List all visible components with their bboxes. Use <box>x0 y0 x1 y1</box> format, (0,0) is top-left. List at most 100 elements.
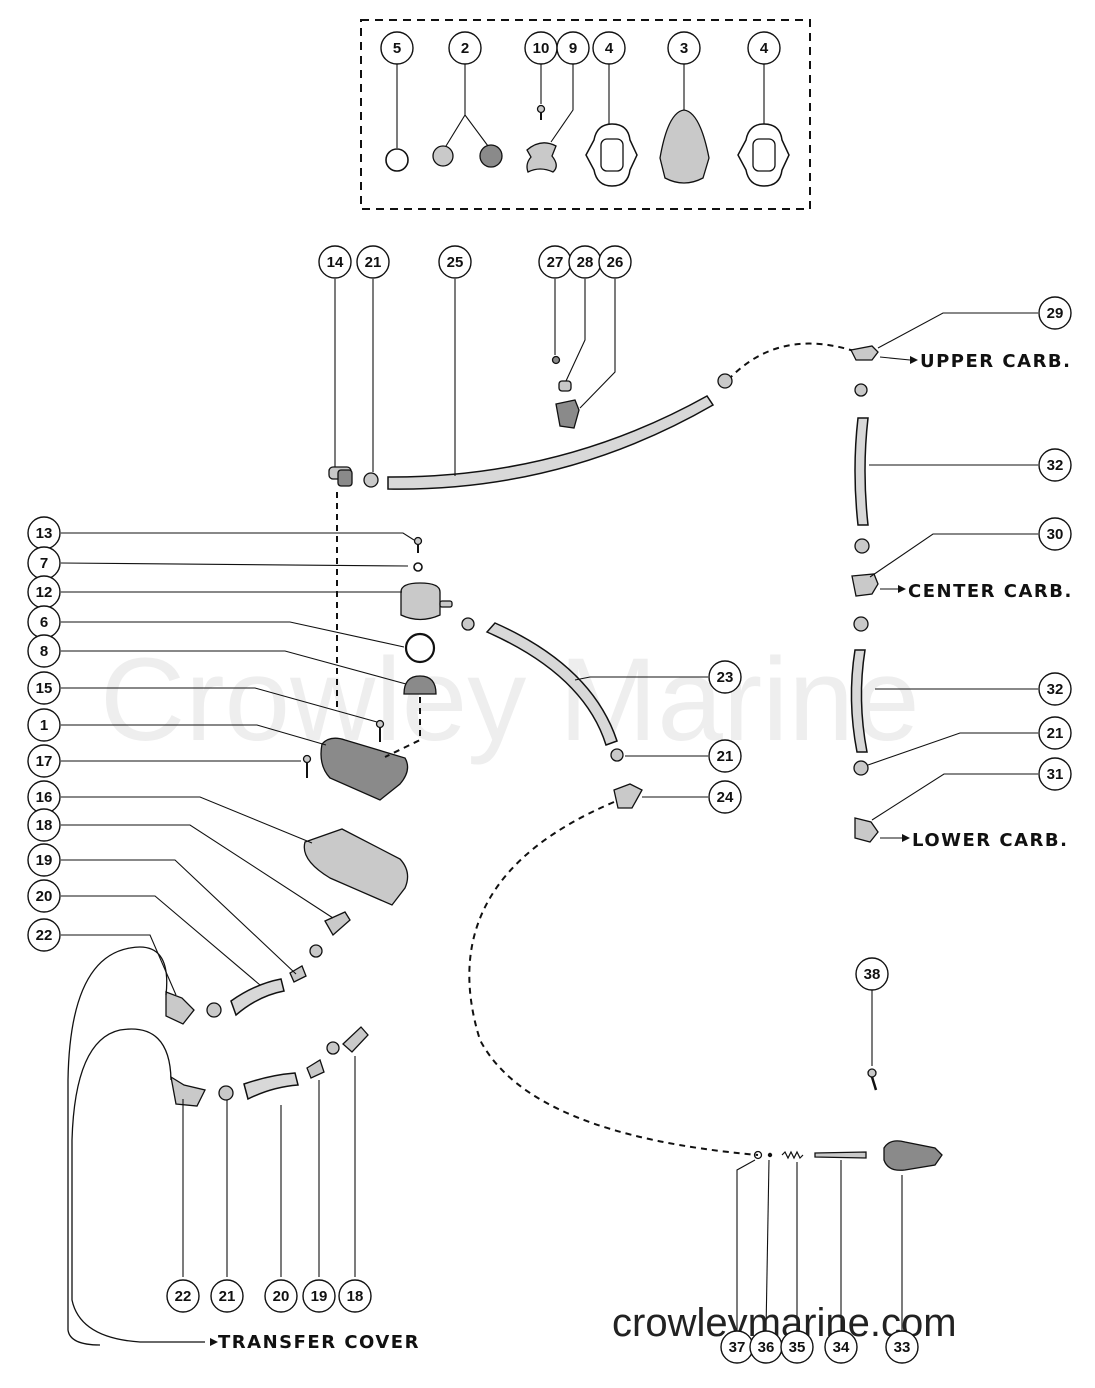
callout-7: 7 <box>27 546 61 580</box>
callout-number: 32 <box>1047 457 1064 474</box>
callout-21: 21 <box>210 1279 244 1313</box>
part-12-nipple <box>439 600 453 608</box>
callout-number: 22 <box>36 927 53 944</box>
callout-24: 24 <box>708 780 742 814</box>
callout-number: 19 <box>36 852 53 869</box>
callout-number: 18 <box>347 1288 364 1305</box>
part-17-screw <box>302 754 312 764</box>
callout-number: 30 <box>1047 526 1064 543</box>
part-29-fitting <box>850 345 879 361</box>
part-24-elbow <box>613 783 643 809</box>
callout-number: 15 <box>36 680 53 697</box>
callout-9: 9 <box>556 31 590 65</box>
callout-26: 26 <box>598 245 632 279</box>
transfer-line-1 <box>67 946 168 1346</box>
callout-25: 25 <box>438 245 472 279</box>
callout-number: 16 <box>36 789 53 806</box>
transfer-line-2 <box>71 1028 205 1343</box>
callout-number: 3 <box>680 40 688 57</box>
part-21-clamp-23b <box>610 748 624 762</box>
callout-number: 20 <box>273 1288 290 1305</box>
callout-19: 19 <box>27 843 61 877</box>
callout-4: 4 <box>592 31 626 65</box>
callout-number: 13 <box>36 525 53 542</box>
transfer-arrow <box>210 1338 218 1346</box>
part-21-clamp-lower-2 <box>218 1085 234 1101</box>
part-21-clamp-lower-1 <box>206 1002 222 1018</box>
callout-19: 19 <box>302 1279 336 1313</box>
callout-37: 37 <box>720 1330 754 1364</box>
callout-33: 33 <box>885 1330 919 1364</box>
callout-number: 21 <box>1047 725 1064 742</box>
part-16-base <box>303 828 409 906</box>
clamp-right-3 <box>853 616 869 632</box>
part-1-pump-body <box>320 737 409 801</box>
part-28-clip <box>558 380 572 392</box>
callout-number: 7 <box>40 555 48 572</box>
part-36-ball <box>767 1152 773 1158</box>
part-10-screw <box>536 104 546 120</box>
part-30-tee <box>851 573 879 597</box>
callout-14: 14 <box>318 245 352 279</box>
callout-number: 35 <box>789 1339 806 1356</box>
callout-6: 6 <box>27 605 61 639</box>
callout-number: 22 <box>175 1288 192 1305</box>
part-8-valve <box>403 675 437 695</box>
callout-number: 9 <box>569 40 577 57</box>
part-18-nut-lower <box>326 1041 340 1055</box>
callout-18: 18 <box>338 1279 372 1313</box>
callout-30: 30 <box>1038 517 1072 551</box>
part-34-pin <box>814 1151 867 1159</box>
callout-21: 21 <box>708 739 742 773</box>
label-transfer-cover: TRANSFER COVER <box>218 1332 420 1353</box>
callout-number: 20 <box>36 888 53 905</box>
callout-18: 18 <box>27 808 61 842</box>
callout-31: 31 <box>1038 757 1072 791</box>
callout-36: 36 <box>749 1330 783 1364</box>
callout-number: 4 <box>605 40 614 57</box>
callout-10: 10 <box>524 31 558 65</box>
hose-20-lower <box>243 1072 299 1101</box>
callout-21: 21 <box>356 245 390 279</box>
callout-number: 25 <box>447 254 464 271</box>
part-26-bracket <box>555 399 580 429</box>
callout-number: 27 <box>547 254 564 271</box>
part-31-elbow <box>854 817 879 843</box>
callout-29: 29 <box>1038 296 1072 330</box>
part-7-washer <box>413 562 423 572</box>
part-13-screw <box>413 536 423 553</box>
watermark: Crowley Marine <box>100 634 920 766</box>
clamp-right-2 <box>854 538 870 554</box>
callout-3: 3 <box>667 31 701 65</box>
callout-27: 27 <box>538 245 572 279</box>
label-center-carb: CENTER CARB. <box>908 581 1073 602</box>
callout-4: 4 <box>747 31 781 65</box>
callout-5: 5 <box>380 31 414 65</box>
part-21-clamp-upper <box>717 373 733 389</box>
callout-32: 32 <box>1038 448 1072 482</box>
part-35-spring <box>781 1150 804 1160</box>
hose-23 <box>485 622 618 746</box>
callout-22: 22 <box>27 918 61 952</box>
callout-number: 2 <box>461 40 469 57</box>
part-6-o-ring <box>404 632 436 664</box>
part-19-spring-upper <box>289 965 307 983</box>
callout-number: 32 <box>1047 681 1064 698</box>
part-9-retainer <box>526 142 557 173</box>
callout-number: 29 <box>1047 305 1064 322</box>
callout-number: 28 <box>577 254 594 271</box>
callout-number: 18 <box>36 817 53 834</box>
part-18-fitting-upper <box>324 911 351 937</box>
callout-20: 20 <box>27 879 61 913</box>
callout-number: 4 <box>760 40 769 57</box>
part-33-connector <box>883 1140 943 1171</box>
part-22-elbow-upper <box>165 991 195 1025</box>
part-15-screw <box>375 719 385 729</box>
callout-number: 19 <box>311 1288 328 1305</box>
callout-1: 1 <box>27 708 61 742</box>
callout-2: 2 <box>448 31 482 65</box>
arrow-lower <box>902 834 910 842</box>
hose-20-upper <box>230 978 285 1017</box>
part-19-spring-lower <box>306 1059 325 1079</box>
